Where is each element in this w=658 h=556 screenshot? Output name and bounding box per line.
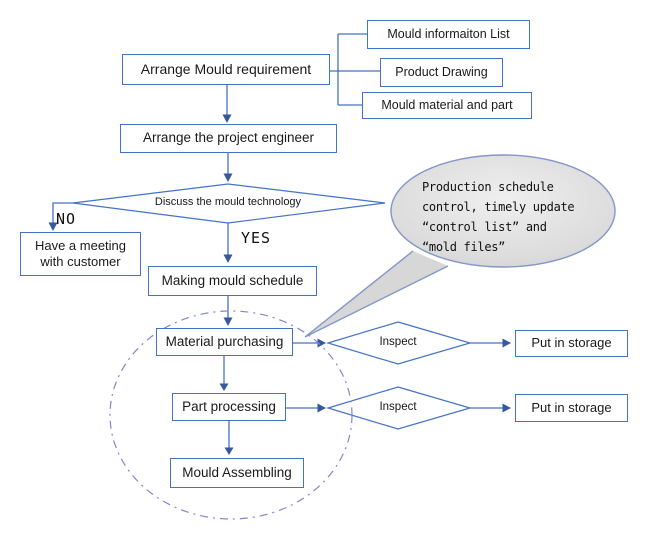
- callout-tail: [305, 251, 448, 337]
- node-put-in-storage-part: Put in storage: [515, 394, 628, 422]
- branch-label-yes: YES: [241, 229, 272, 247]
- branch-label-no: NO: [56, 210, 77, 228]
- node-arrange-project-engineer: Arrange the project engineer: [120, 124, 337, 153]
- connector-requirement-to-engineer: [222, 85, 232, 123]
- connector-processing-to-assembling: [224, 421, 234, 455]
- callout-ellipse: [390, 154, 616, 268]
- connector-inspect2-to-storage2: [470, 403, 511, 413]
- diamond-inspect-material: [325, 321, 473, 365]
- node-put-in-storage-material: Put in storage: [515, 330, 628, 357]
- connector-discuss-no-to-meeting: [48, 202, 73, 231]
- connector-discuss-yes-to-schedule: [223, 223, 233, 263]
- diamond-discuss-technology: [72, 183, 386, 224]
- connector-purchasing-to-processing: [219, 356, 229, 391]
- node-mould-assembling: Mould Assembling: [170, 458, 304, 488]
- node-material-purchasing: Material purchasing: [156, 328, 293, 356]
- node-mould-material-and-part: Mould material and part: [362, 92, 532, 119]
- node-have-meeting-with-customer: Have a meeting with customer: [20, 232, 141, 276]
- connector-processing-to-inspect2: [286, 403, 326, 413]
- node-product-drawing: Product Drawing: [380, 58, 503, 87]
- node-arrange-mould-requirement: Arrange Mould requirement: [122, 54, 330, 85]
- node-mould-information-list: Mould informaiton List: [367, 20, 530, 49]
- connector-schedule-to-purchasing: [223, 296, 233, 326]
- node-part-processing: Part processing: [172, 393, 286, 421]
- bracket-requirement-documents: [330, 33, 380, 106]
- node-making-mould-schedule: Making mould schedule: [148, 266, 317, 296]
- connector-engineer-to-discuss: [223, 153, 233, 182]
- callout-production-schedule-note: Production schedule control, timely upda…: [422, 180, 575, 254]
- connector-inspect1-to-storage1: [470, 338, 511, 348]
- dashed-process-circle: [109, 310, 353, 520]
- connector-purchasing-to-inspect1: [293, 338, 326, 348]
- callout-tail-outline: [304, 250, 449, 338]
